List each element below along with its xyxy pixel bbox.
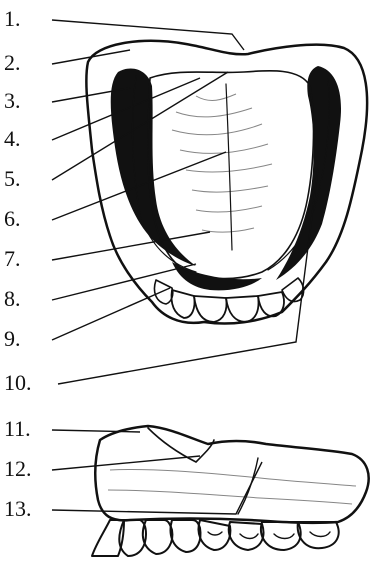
label-7: 7. [4, 246, 21, 271]
lateral-view-illustration [92, 426, 369, 556]
label-1: 1. [4, 6, 21, 31]
leader-line-1 [52, 20, 244, 50]
label-2: 2. [4, 50, 21, 75]
label-12: 12. [4, 456, 32, 481]
label-6: 6. [4, 206, 21, 231]
label-11: 11. [4, 416, 31, 441]
label-9: 9. [4, 326, 21, 351]
leader-line-12 [52, 456, 200, 470]
label-4: 4. [4, 126, 21, 151]
lateral-base-outline [95, 426, 368, 523]
leader-line-8 [52, 264, 196, 300]
label-5: 5. [4, 166, 21, 191]
label-8: 8. [4, 286, 21, 311]
leader-line-2 [52, 50, 130, 64]
label-13: 13. [4, 496, 32, 521]
leader-lines [52, 20, 318, 514]
leader-line-7 [52, 232, 210, 260]
label-3: 3. [4, 88, 21, 113]
label-group: 1. 2. 3. 4. 5. 6. 7. 8. 9. 10. 11. 12. 1… [4, 6, 32, 521]
lateral-teeth-row [92, 520, 339, 556]
label-10: 10. [4, 370, 32, 395]
